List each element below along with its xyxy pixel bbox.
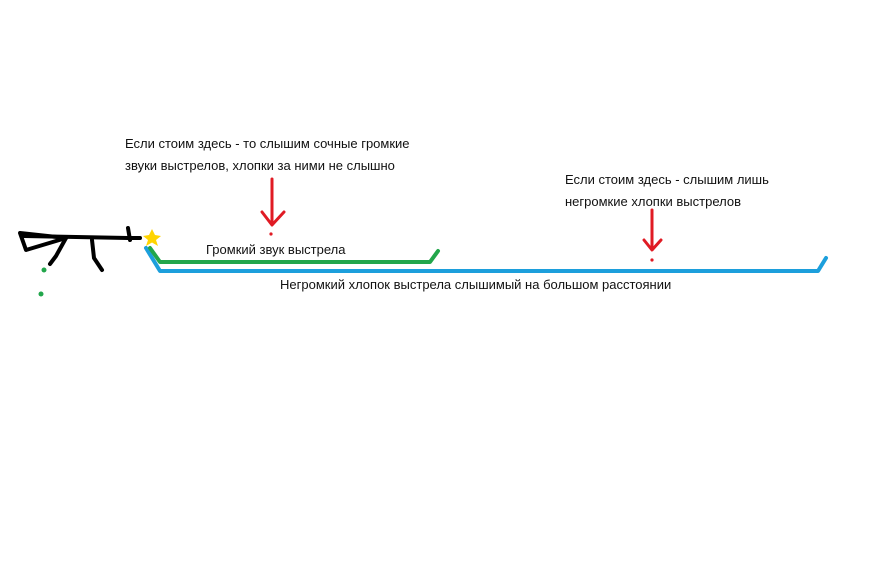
rifle-barrel — [126, 226, 132, 242]
arrow-down-icon — [260, 177, 286, 236]
rifle-grip — [48, 236, 68, 266]
loud-sound-label: Громкий звук выстрела — [206, 242, 346, 257]
listener-far-dot — [650, 258, 654, 262]
listener-near-dot — [269, 232, 273, 236]
far-position-annotation: Если стоим здесь - слышим лишь негромкие… — [565, 172, 769, 209]
star-icon — [143, 229, 161, 246]
loud-sound-line — [148, 246, 440, 264]
rifle-body — [22, 234, 142, 240]
casing-dot — [38, 291, 44, 297]
arrow-down-icon — [642, 208, 663, 262]
casings — [38, 267, 47, 297]
quiet-pop-label: Негромкий хлопок выстрела слышимый на бо… — [280, 277, 672, 292]
near-position-annotation: Если стоим здесь - то слышим сочные гром… — [125, 136, 410, 173]
arrow-head — [642, 238, 663, 252]
arrow-head — [260, 210, 286, 227]
casing-dot — [41, 267, 47, 273]
rifle-icon — [18, 226, 142, 272]
quiet-pop-line — [144, 246, 828, 273]
rifle-magazine — [90, 238, 104, 272]
